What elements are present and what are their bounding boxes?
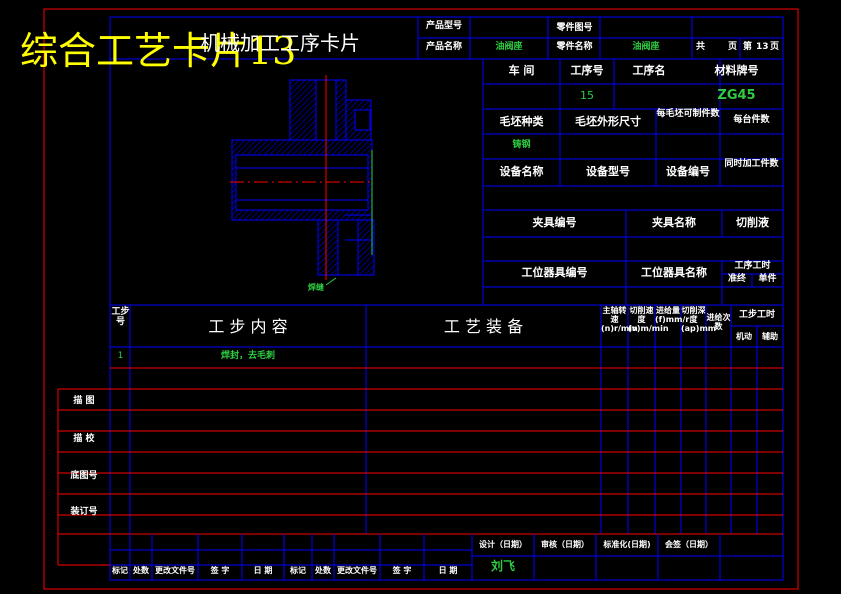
- part-drawing: [230, 75, 375, 286]
- footer-col-mark-2: 标记: [290, 566, 306, 575]
- prep-end-label: 准终: [727, 274, 746, 284]
- footer-col-change-doc-2: 更改文件号: [337, 566, 377, 575]
- blank-type-label: 毛坯种类: [499, 115, 544, 128]
- equipment-no-label: 设备编号: [666, 165, 710, 178]
- footer-col-sign: 签 字: [210, 566, 230, 575]
- sheet-value: 13: [756, 42, 769, 52]
- process-name-label: 工序名: [632, 64, 666, 77]
- card-title: 机械加工工序卡片: [200, 31, 360, 55]
- fixture-no-label: 夹具编号: [532, 216, 577, 229]
- footer-col-sign-2: 签 字: [392, 566, 412, 575]
- footer-col-mark: 标记: [112, 566, 128, 575]
- standard-label: 标准化(日期): [603, 540, 651, 549]
- coolant-label: 切削液: [736, 216, 769, 229]
- process-time-label: 工序工时: [734, 261, 771, 271]
- process-no-label: 工序号: [570, 64, 604, 77]
- passes-header: 进给次数: [706, 313, 731, 331]
- product-name-label: 产品名称: [425, 42, 462, 52]
- review-label: 审核（日期）: [541, 540, 589, 549]
- weld-annotation: 焊缝: [308, 283, 324, 292]
- designer-name: 刘飞: [490, 559, 515, 573]
- side-label-check: 描 校: [73, 434, 95, 444]
- footer-col-change-doc: 更改文件号: [155, 566, 195, 575]
- material-label: 材料牌号: [714, 64, 759, 77]
- step-no-header: 工步号: [111, 307, 130, 327]
- side-label-base-no: 底图号: [70, 471, 98, 481]
- step-time-header: 工步工时: [738, 310, 775, 320]
- footer-col-date: 日 期: [253, 566, 273, 575]
- equipment-model-label: 设备型号: [586, 165, 630, 178]
- footer-col-count-2: 处数: [315, 566, 331, 575]
- machine-label: 机动: [736, 332, 752, 341]
- parts-per-blank-label: 每毛坯可制件数: [656, 109, 720, 119]
- spindle-header: 主轴转速(n)r/min: [601, 306, 638, 333]
- material-value: ZG45: [717, 88, 756, 103]
- countersign-label: 会签（日期）: [665, 540, 713, 549]
- cutting-speed-header: 切削速度(v)m/min: [628, 306, 669, 333]
- footer-col-date-2: 日 期: [438, 566, 458, 575]
- feed-header: 进给量(f)mm/r: [655, 306, 690, 324]
- blank-size-label: 毛坯外形尺寸: [575, 115, 641, 128]
- equipment-name-label: 设备名称: [499, 165, 544, 178]
- aux-label: 辅助: [762, 332, 778, 341]
- unit-label: 单件: [758, 274, 777, 284]
- parts-per-unit-label: 每台件数: [733, 115, 770, 125]
- footer-col-count: 处数: [133, 566, 149, 575]
- step-row-content: 焊封，去毛刺: [220, 351, 275, 361]
- process-no-value: 15: [580, 89, 594, 102]
- simultaneous-label: 同时加工件数: [724, 159, 779, 169]
- product-model-label: 产品型号: [425, 21, 462, 31]
- equipment-header: 工 艺 装 备: [443, 317, 524, 336]
- content-header: 工 步 内 容: [208, 317, 288, 336]
- sheet-page-label: 页: [770, 42, 780, 52]
- station-tool-no-label: 工位器具编号: [521, 266, 588, 279]
- workshop-label: 车 间: [508, 64, 535, 77]
- step-row-no: 1: [117, 351, 124, 361]
- page-label: 页: [728, 42, 738, 52]
- side-label-binding-no: 装订号: [70, 507, 98, 517]
- part-name-label: 零件名称: [556, 42, 593, 52]
- sheet-label: 第: [743, 42, 753, 52]
- part-name-value: 油阀座: [632, 42, 660, 52]
- blank-type-value: 铸钢: [512, 140, 531, 150]
- part-drawing-no-label: 零件图号: [556, 23, 593, 33]
- watermark-title: 综合工艺卡片13: [20, 29, 297, 73]
- design-label: 设计（日期）: [479, 540, 527, 549]
- depth-header: 切削深度(ap)mm: [681, 306, 717, 333]
- total-label: 共: [696, 42, 706, 52]
- side-label-trace: 描 图: [73, 396, 95, 406]
- product-name-value: 油阀座: [495, 42, 523, 52]
- station-tool-name-label: 工位器具名称: [641, 266, 707, 279]
- fixture-name-label: 夹具名称: [652, 216, 696, 229]
